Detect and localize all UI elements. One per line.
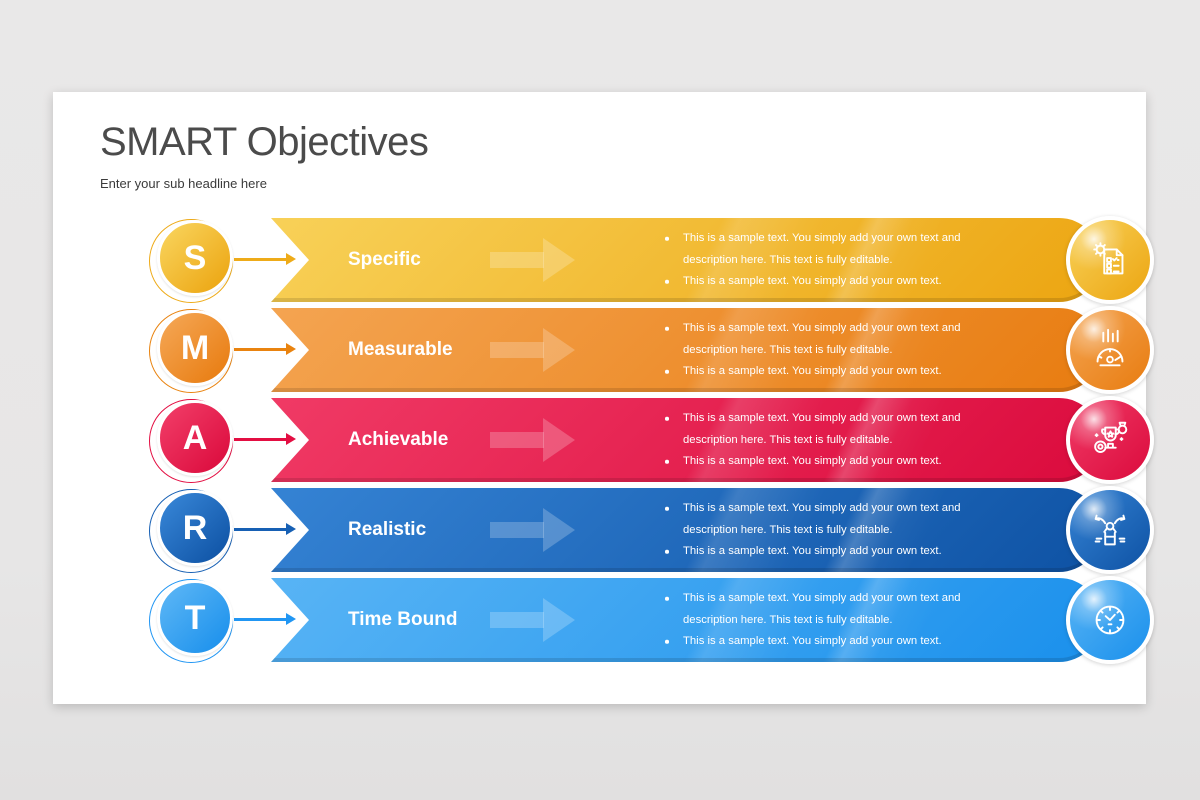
page-subtitle: Enter your sub headline here — [100, 176, 267, 191]
connector-line — [234, 438, 286, 441]
smart-row-realistic: Realistic This is a sample text. You sim… — [53, 486, 1154, 574]
flow-arrowhead-icon — [543, 598, 575, 642]
bullet-item: This is a sample text. You simply add yo… — [663, 451, 963, 473]
letter-text: R — [182, 509, 208, 547]
letter-badge: A — [157, 400, 233, 476]
flow-arrowhead-icon — [543, 418, 575, 462]
letter-badge: S — [157, 220, 233, 296]
speedometer-chart-icon — [1096, 328, 1124, 367]
row-label: Specific — [348, 249, 421, 270]
icon-bubble — [1066, 576, 1154, 664]
bullet-item: This is a sample text. You simply add yo… — [663, 361, 963, 383]
page-title: SMART Objectives — [100, 120, 429, 164]
letter-badge: T — [157, 580, 233, 656]
smart-row-time-bound: Time Bound This is a sample text. You si… — [53, 576, 1154, 664]
bullet-item: This is a sample text. You simply add yo… — [663, 498, 963, 541]
letter-badge: M — [157, 310, 233, 386]
connector-arrowhead-icon — [286, 253, 296, 265]
letter-badge: R — [157, 490, 233, 566]
bullet-list: This is a sample text. You simply add yo… — [663, 318, 963, 383]
row-label: Time Bound — [348, 609, 458, 630]
row-label: Achievable — [348, 429, 449, 450]
bullet-list: This is a sample text. You simply add yo… — [663, 228, 963, 293]
flow-arrow-icon — [490, 432, 544, 448]
row-banner: Achievable This is a sample text. You si… — [271, 398, 1101, 482]
connector-arrowhead-icon — [286, 613, 296, 625]
flow-arrow-icon — [490, 612, 544, 628]
flow-arrowhead-icon — [543, 508, 575, 552]
flow-arrowhead-icon — [543, 238, 575, 282]
clock-icon — [1095, 605, 1125, 635]
row-banner: Specific This is a sample text. You simp… — [271, 218, 1101, 302]
smart-row-achievable: Achievable This is a sample text. You si… — [53, 396, 1154, 484]
connector-arrowhead-icon — [286, 433, 296, 445]
flow-arrow-icon — [490, 342, 544, 358]
row-banner: Realistic This is a sample text. You sim… — [271, 488, 1101, 572]
bullet-item: This is a sample text. You simply add yo… — [663, 588, 963, 631]
checklist-gear-icon — [1093, 242, 1124, 275]
flow-arrow-icon — [490, 252, 544, 268]
row-label: Realistic — [348, 519, 427, 540]
slide-canvas: SMART Objectives Enter your sub headline… — [53, 92, 1154, 704]
bullet-item: This is a sample text. You simply add yo… — [663, 271, 963, 293]
connector-line — [234, 258, 286, 261]
connector-line — [234, 618, 286, 621]
icon-bubble — [1066, 486, 1154, 574]
flow-arrowhead-icon — [543, 328, 575, 372]
bullet-list: This is a sample text. You simply add yo… — [663, 408, 963, 473]
row-banner: Time Bound This is a sample text. You si… — [271, 578, 1101, 662]
icon-bubble — [1066, 396, 1154, 484]
letter-text: S — [183, 239, 207, 277]
flow-arrow-icon — [490, 522, 544, 538]
connector-arrowhead-icon — [286, 523, 296, 535]
icon-bubble — [1066, 306, 1154, 394]
row-label: Measurable — [348, 339, 453, 360]
person-choice-arrows-icon — [1094, 514, 1126, 546]
bullet-item: This is a sample text. You simply add yo… — [663, 541, 963, 563]
smart-row-measurable: Measurable This is a sample text. You si… — [53, 306, 1154, 394]
bullet-item: This is a sample text. You simply add yo… — [663, 408, 963, 451]
bullet-item: This is a sample text. You simply add yo… — [663, 631, 963, 653]
connector-line — [234, 528, 286, 531]
smart-row-specific: Specific This is a sample text. You simp… — [53, 216, 1154, 304]
letter-text: A — [182, 419, 208, 457]
letter-text: M — [180, 329, 210, 367]
trophy-award-icon — [1094, 421, 1128, 453]
row-banner: Measurable This is a sample text. You si… — [271, 308, 1101, 392]
icon-bubble — [1066, 216, 1154, 304]
connector-line — [234, 348, 286, 351]
letter-text: T — [184, 599, 206, 637]
connector-arrowhead-icon — [286, 343, 296, 355]
bullet-item: This is a sample text. You simply add yo… — [663, 318, 963, 361]
bullet-list: This is a sample text. You simply add yo… — [663, 498, 963, 563]
bullet-item: This is a sample text. You simply add yo… — [663, 228, 963, 271]
bullet-list: This is a sample text. You simply add yo… — [663, 588, 963, 653]
